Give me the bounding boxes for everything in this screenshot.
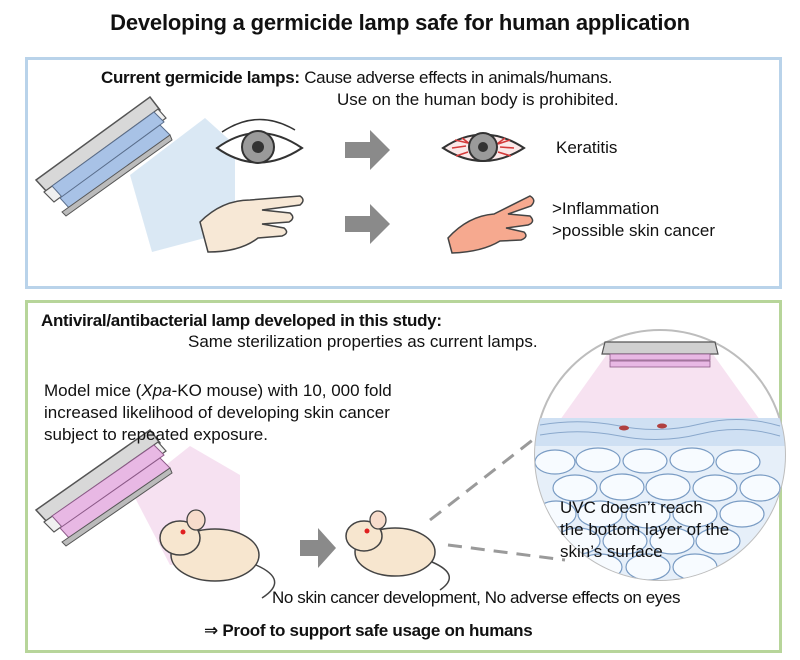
inflamed-hand-icon xyxy=(447,195,535,254)
model-mice-line3: subject to repeated exposure. xyxy=(44,425,268,444)
model-mice-line1: Model mice (Xpa-KO mouse) with 10, 000 f… xyxy=(44,380,392,401)
uvc-note-line3: skin’s surface xyxy=(560,542,663,561)
arrow-right-icon xyxy=(345,130,390,170)
study-lamp-subheading: Same sterilization properties as current… xyxy=(188,332,538,351)
zoom-line xyxy=(429,426,549,522)
diagram-title: Developing a germicide lamp safe for hum… xyxy=(110,10,690,35)
mouse-icon xyxy=(345,510,450,591)
current-lamps-effect: Cause adverse effects in animals/humans. xyxy=(304,68,613,87)
keratitis-label: Keratitis xyxy=(556,138,618,157)
conclusion-text: ⇒ Proof to support safe usage on humans xyxy=(204,621,533,640)
current-lamps-prohibited: Use on the human body is prohibited. xyxy=(337,90,619,109)
study-lamp-heading: Antiviral/antibacterial lamp developed i… xyxy=(41,311,442,330)
xpa-gene-name: Xpa xyxy=(141,381,172,400)
current-lamps-heading-line: Current germicide lamps: Cause adverse e… xyxy=(101,67,613,88)
inflamed-eye-icon xyxy=(441,132,526,162)
eye-icon xyxy=(215,118,304,164)
uvc-note-line1: UVC doesn’t reach xyxy=(560,498,703,517)
mouse-icon xyxy=(159,509,276,599)
arrow-right-icon xyxy=(345,204,390,244)
hand-icon xyxy=(199,195,304,253)
new-lamp-icon xyxy=(34,428,173,547)
current-lamp-icon xyxy=(34,95,173,217)
model-mice-text: -KO mouse) with 10, 000 fold xyxy=(171,381,392,400)
zoom-line xyxy=(447,543,566,562)
uvc-note-line2: the bottom layer of the xyxy=(560,520,730,539)
skin-cross-section xyxy=(534,329,786,581)
model-mice-line2: increased likelihood of developing skin … xyxy=(44,403,390,422)
arrow-right-icon xyxy=(300,528,336,568)
model-mice-text: Model mice ( xyxy=(44,381,142,400)
inflammation-label: >Inflammation xyxy=(552,199,660,218)
skin-cancer-label: >possible skin cancer xyxy=(552,221,716,240)
current-lamps-heading: Current germicide lamps: xyxy=(101,68,300,87)
current-lamps-panel xyxy=(25,57,782,289)
result-text: No skin cancer development, No adverse e… xyxy=(272,588,681,607)
